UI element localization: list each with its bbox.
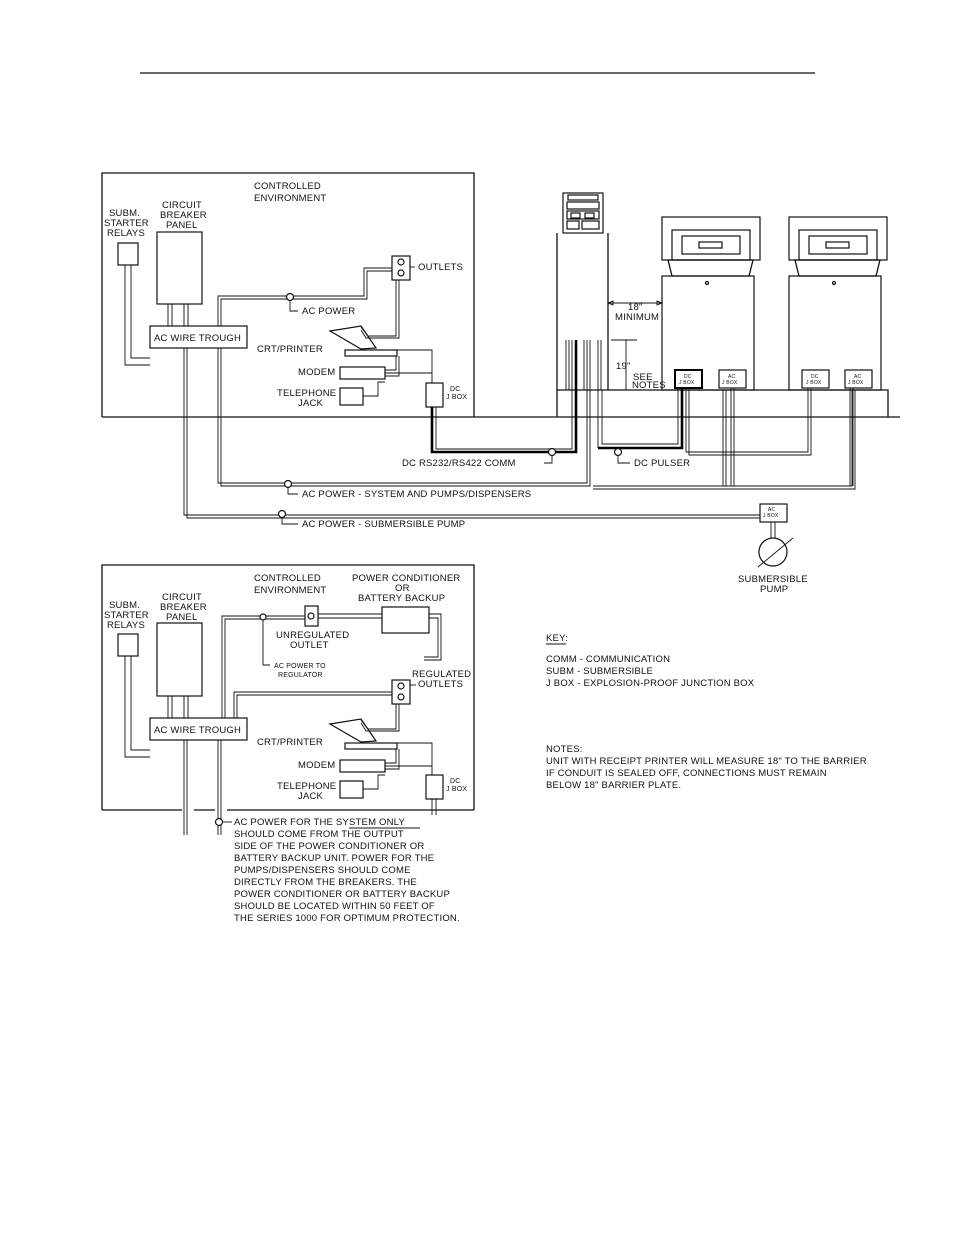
top-see-notes-19-label: 19" SEE NOTES bbox=[616, 361, 666, 391]
notes-section: NOTES: UNIT WITH RECEIPT PRINTER WILL ME… bbox=[546, 744, 867, 791]
bottom-subm-starter-relays: SUBM. STARTER RELAYS bbox=[104, 600, 152, 631]
svg-text:DC J BOX: DC J BOX bbox=[806, 374, 822, 386]
key-title: KEY: bbox=[546, 633, 568, 644]
top-dc-comm-label: DC RS232/RS422 COMM bbox=[402, 458, 516, 469]
bottom-ac-power-to-regulator-label: AC POWER TO REGULATOR bbox=[274, 663, 328, 679]
dispenser-2 bbox=[788, 216, 888, 391]
top-breaker-panel-box bbox=[156, 231, 203, 305]
bottom-crt-printer-label: CRT/PRINTER bbox=[257, 737, 323, 748]
top-telephone-jack-label: TELEPHONE JACK bbox=[277, 388, 339, 409]
key-item-jbox: J BOX - EXPLOSION-PROOF JUNCTION BOX bbox=[546, 678, 755, 689]
svg-text:AC J BOX: AC J BOX bbox=[722, 374, 738, 386]
top-modem-label: MODEM bbox=[298, 367, 335, 378]
top-relays-box bbox=[117, 242, 139, 266]
bottom-circuit-breaker-panel: CIRCUIT BREAKER PANEL bbox=[160, 592, 210, 623]
bottom-breaker-panel-box bbox=[156, 622, 203, 697]
bottom-regulated-outlets-label: REGULATED OUTLETS bbox=[412, 669, 474, 690]
bottom-modem-box bbox=[339, 759, 386, 773]
top-crt-printer-label: CRT/PRINTER bbox=[257, 344, 323, 355]
barrier-plate bbox=[556, 389, 889, 417]
top-controlled-environment: CONTROLLED ENVIRONMENT bbox=[254, 181, 326, 204]
top-dc-jbox bbox=[425, 382, 444, 408]
key-item-subm: SUBM - SUBMERSIBLE bbox=[546, 666, 653, 677]
disp1-ac-jbox bbox=[718, 369, 747, 389]
disp1-dc-jbox bbox=[674, 369, 703, 389]
top-printer bbox=[344, 349, 398, 357]
bottom-telephone-jack-box bbox=[339, 780, 364, 799]
top-ac-wire-trough-label: AC WIRE TROUGH bbox=[154, 333, 241, 344]
top-subm-starter-relays: SUBM. STARTER RELAYS bbox=[104, 208, 152, 239]
bottom-ac-wire-trough bbox=[149, 717, 248, 741]
notes-line-2: IF CONDUIT IS SEALED OFF, CONNECTIONS MU… bbox=[546, 768, 827, 779]
console-unit bbox=[556, 192, 609, 390]
top-dc-pulser-label: DC PULSER bbox=[634, 458, 690, 469]
bottom-power-conditioner-box bbox=[381, 606, 430, 634]
top-minimum-18-label: 18" MINIMUM bbox=[615, 302, 659, 323]
bottom-dc-jbox bbox=[425, 774, 444, 800]
top-ac-power-label: AC POWER bbox=[302, 306, 355, 317]
bottom-crt-monitor bbox=[328, 718, 378, 743]
notes-title: NOTES: bbox=[546, 744, 583, 755]
bottom-telephone-jack-label: TELEPHONE JACK bbox=[277, 781, 339, 802]
bottom-controlled-environment: CONTROLLED ENVIRONMENT bbox=[254, 573, 326, 596]
bottom-modem-label: MODEM bbox=[298, 760, 335, 771]
top-outlets-label: OUTLETS bbox=[418, 262, 463, 273]
top-circuit-breaker-panel: CIRCUIT BREAKER PANEL bbox=[160, 200, 210, 231]
bottom-power-conditioner-label: POWER CONDITIONER OR BATTERY BACKUP bbox=[352, 573, 463, 604]
bottom-room-outline bbox=[101, 564, 475, 810]
svg-text:AC J BOX: AC J BOX bbox=[763, 507, 779, 519]
key-section: KEY: COMM - COMMUNICATION SUBM - SUBMERS… bbox=[546, 633, 755, 689]
bottom-ac-wire-trough-label: AC WIRE TROUGH bbox=[154, 725, 241, 736]
bottom-unregulated-outlet-box bbox=[304, 605, 319, 627]
top-room-outline bbox=[101, 172, 475, 417]
top-telephone-jack-box bbox=[339, 387, 364, 406]
bottom-dc-jbox-label: DC J BOX bbox=[446, 778, 467, 793]
top-dc-jbox-label: DC J BOX bbox=[446, 386, 467, 401]
bottom-diagram: CONTROLLED ENVIRONMENT POWER CONDITIONER… bbox=[101, 564, 475, 924]
top-modem-box bbox=[339, 366, 386, 380]
bottom-regulated-outlets-box bbox=[391, 679, 411, 705]
bottom-unregulated-outlet-label: UNREGULATED OUTLET bbox=[276, 630, 352, 651]
disp2-dc-jbox bbox=[801, 369, 830, 389]
svg-text:DC J BOX: DC J BOX bbox=[679, 374, 695, 386]
bottom-relays-box bbox=[117, 633, 139, 657]
top-diagram: CONTROLLED ENVIRONMENT SUBM. STARTER REL… bbox=[101, 172, 900, 595]
top-ac-wire-trough bbox=[149, 325, 248, 349]
top-ac-power-system-label: AC POWER - SYSTEM AND PUMPS/DISPENSERS bbox=[302, 489, 531, 500]
top-ac-power-submersible-label: AC POWER - SUBMERSIBLE PUMP bbox=[302, 519, 465, 530]
dispenser-1 bbox=[661, 216, 761, 391]
key-item-comm: COMM - COMMUNICATION bbox=[546, 654, 670, 665]
top-outlets-box bbox=[391, 255, 411, 281]
top-submersible-pump-label: SUBMERSIBLE PUMP bbox=[738, 574, 811, 595]
notes-line-3: BELOW 18" BARRIER PLATE. bbox=[546, 780, 681, 791]
top-submersible-pump bbox=[758, 537, 788, 567]
svg-text:AC J BOX: AC J BOX bbox=[848, 374, 864, 386]
bottom-printer bbox=[344, 742, 398, 750]
notes-line-1: UNIT WITH RECEIPT PRINTER WILL MEASURE 1… bbox=[546, 756, 867, 767]
bottom-ac-power-note: AC POWER FOR THE SYSTEM ONLY SHOULD COME… bbox=[234, 817, 460, 924]
top-pump-ac-jbox bbox=[759, 503, 788, 523]
top-crt-monitor bbox=[328, 325, 378, 350]
disp2-ac-jbox bbox=[844, 369, 873, 389]
